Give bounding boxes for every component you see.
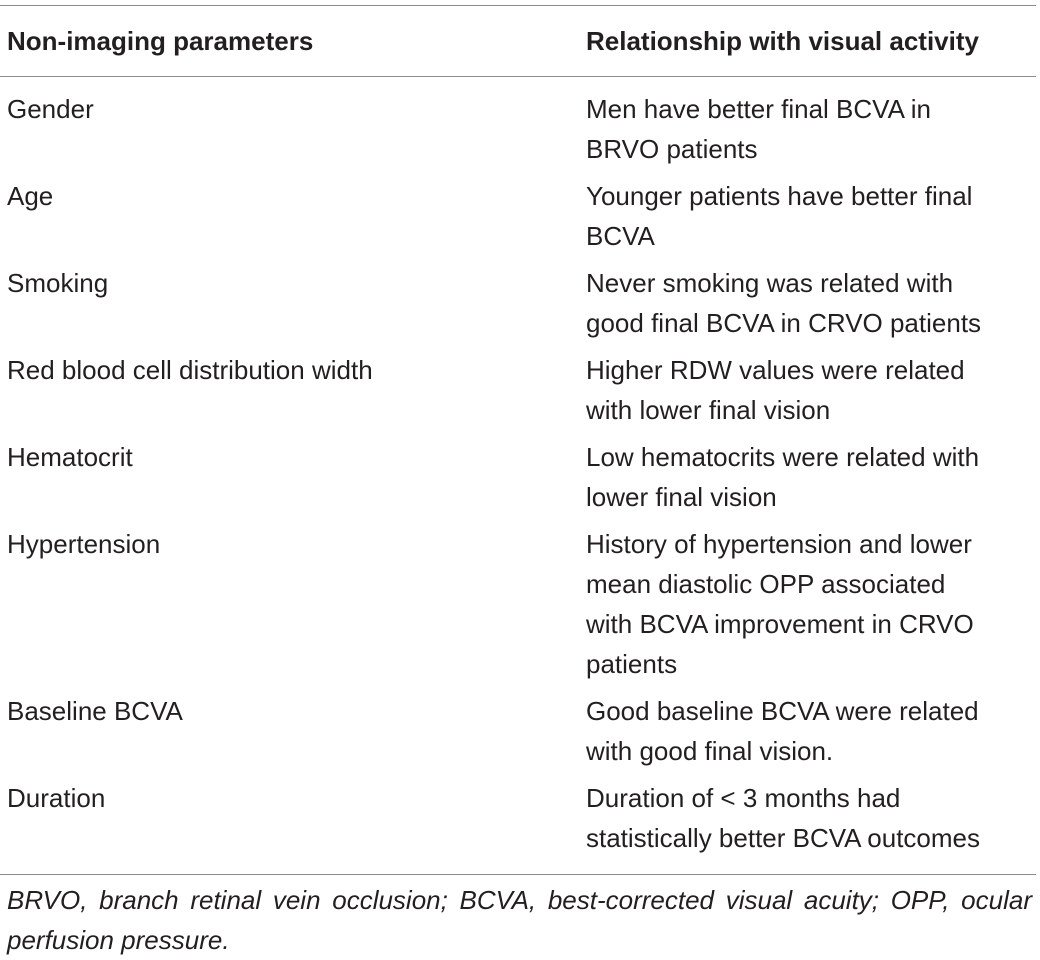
header-relationship: Relationship with visual activity (586, 26, 979, 56)
relationship-cell: History of hypertension and lower mean di… (579, 524, 1036, 691)
relationship-line: mean diastolic OPP associated (586, 569, 946, 599)
header-rule (0, 76, 1036, 77)
relationship-line: History of hypertension and lower (586, 529, 972, 559)
parameter-cell: Age (7, 181, 54, 211)
relationship-line: BRVO patients (586, 134, 758, 164)
parameter-cell: Duration (7, 783, 106, 813)
table-row: Gender Men have better final BCVA in BRVO … (0, 76, 1036, 176)
table-row: Red blood cell distribution width Higher … (0, 350, 1036, 437)
relationship-cell: Higher RDW values were related with lower… (579, 350, 1036, 437)
header-row: Non-imaging parameters Relationship with… (0, 6, 1036, 76)
table-row: Duration Duration of < 3 months had statis… (0, 778, 1036, 865)
relationship-line: Good baseline BCVA were related (586, 696, 979, 726)
parameter-cell: Smoking (7, 268, 109, 298)
relationship-line: BCVA (586, 221, 655, 251)
relationship-line: Low hematocrits were related with (586, 442, 980, 472)
relationship-line: good final BCVA in CRVO patients (586, 308, 982, 338)
relationship-line: Never smoking was related with (586, 268, 954, 298)
table-footnote: BRVO, branch retinal vein occlusion; BCV… (7, 885, 1032, 955)
table-row: Baseline BCVA Good baseline BCVA were rel… (0, 691, 1036, 778)
parameters-table: Non-imaging parameters Relationship with… (0, 6, 1036, 865)
table-row: Hypertension History of hypertension and … (0, 524, 1036, 691)
parameter-cell: Red blood cell distribution width (7, 355, 373, 385)
parameter-cell: Gender (7, 94, 94, 124)
bottom-rule (0, 874, 1036, 875)
relationship-cell: Good baseline BCVA were related with good… (579, 691, 1036, 778)
relationship-line: with BCVA improvement in CRVO (586, 609, 974, 639)
parameter-cell: Hematocrit (7, 442, 133, 472)
top-rule (0, 5, 1036, 6)
table-row: Smoking Never smoking was related with goo… (0, 263, 1036, 350)
relationship-line: Higher RDW values were related (586, 355, 965, 385)
relationship-cell: Low hematocrits were related with lower f… (579, 437, 1036, 524)
parameter-cell: Hypertension (7, 529, 161, 559)
relationship-line: Men have better final BCVA in (586, 94, 931, 124)
relationship-line: lower final vision (586, 482, 777, 512)
relationship-line: with lower final vision (586, 395, 831, 425)
relationship-cell: Never smoking was related with good final… (579, 263, 1036, 350)
relationship-line: patients (586, 649, 678, 679)
relationship-cell: Men have better final BCVA in BRVO patien… (579, 76, 1036, 176)
table-row: Hematocrit Low hematocrits were related w… (0, 437, 1036, 524)
parameter-cell: Baseline BCVA (7, 696, 183, 726)
relationship-line: Younger patients have better final (586, 181, 973, 211)
relationship-line: Duration of < 3 months had (586, 783, 901, 813)
table-body: Gender Men have better final BCVA in BRVO … (0, 76, 1036, 865)
relationship-line: statistically better BCVA outcomes (586, 823, 981, 853)
relationship-cell: Duration of < 3 months had statistically … (579, 778, 1036, 865)
relationship-line: with good final vision. (586, 736, 834, 766)
header-parameters: Non-imaging parameters (7, 26, 314, 56)
